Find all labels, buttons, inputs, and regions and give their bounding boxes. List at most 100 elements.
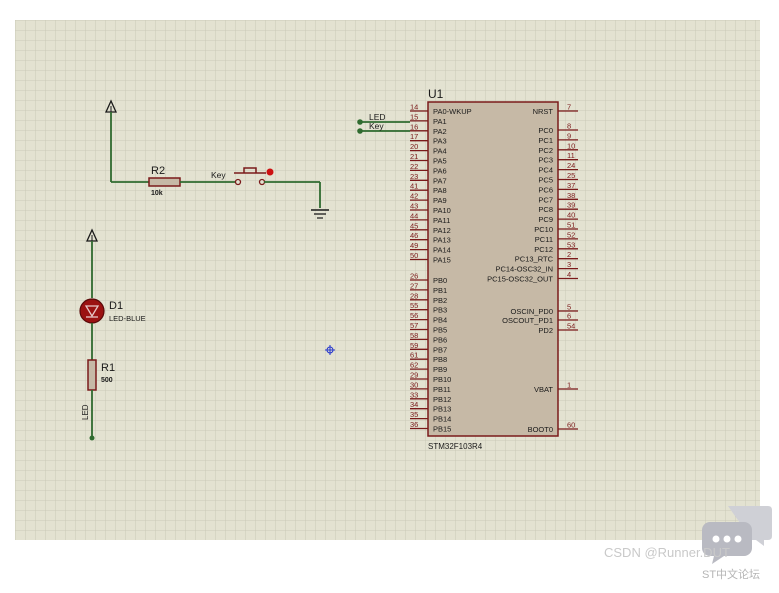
pin-number: 25 [567, 171, 575, 180]
net-led[interactable]: LED [357, 112, 410, 125]
resistor-r1[interactable]: R1 500 [87, 359, 115, 391]
pin-number: 23 [410, 172, 418, 181]
pin-name: PC7 [538, 195, 553, 204]
pin-name: OSCIN_PD0 [510, 307, 553, 316]
pin-name: PB1 [433, 286, 447, 295]
pin-name: PC8 [538, 205, 553, 214]
led-net-label: LED [81, 404, 90, 420]
chat-bubble-icon[interactable] [698, 502, 774, 564]
pin-number: 45 [410, 221, 418, 230]
pin-name: PC10 [534, 225, 553, 234]
pin-name: PC1 [538, 136, 553, 145]
pin-name: PB12 [433, 395, 451, 404]
chip-body[interactable] [427, 101, 559, 437]
switch-actuate-icon[interactable] [266, 168, 274, 176]
key-circuit[interactable]: R2 10k Key [104, 99, 329, 219]
resistor-body[interactable] [148, 177, 181, 187]
pin-number: 29 [410, 371, 418, 380]
pushbutton-switch[interactable]: Key [211, 167, 274, 186]
junction-dot [357, 128, 363, 134]
pin-name: PC2 [538, 146, 553, 155]
pin-name: PC14-OSC32_IN [495, 265, 553, 274]
pin-number: 30 [410, 380, 418, 389]
pin-number: 26 [410, 272, 418, 281]
pin-name: BOOT0 [528, 425, 553, 434]
resistor-body[interactable] [87, 359, 97, 391]
pin-number: 15 [410, 112, 418, 121]
pin-number: 49 [410, 241, 418, 250]
pin-number: 27 [410, 281, 418, 290]
led-circuit[interactable]: D1 LED-BLUE R1 500 LED [79, 228, 146, 441]
crosshair-marker-icon[interactable] [325, 345, 335, 355]
pin-number: 8 [567, 122, 571, 131]
pin-number: 5 [567, 303, 571, 312]
pin-number: 22 [410, 162, 418, 171]
led-body[interactable] [79, 298, 105, 324]
pin-name: PC4 [538, 166, 553, 175]
led-triangle [84, 305, 100, 318]
sheet-grid [15, 20, 760, 540]
ground-icon[interactable] [311, 209, 329, 219]
chip-pin-right[interactable]: 5 OSCIN_PD0 [510, 303, 578, 317]
pin-name: PA13 [433, 236, 451, 245]
pin-name: PC13_RTC [515, 255, 554, 264]
net-key[interactable]: Key [357, 121, 410, 134]
